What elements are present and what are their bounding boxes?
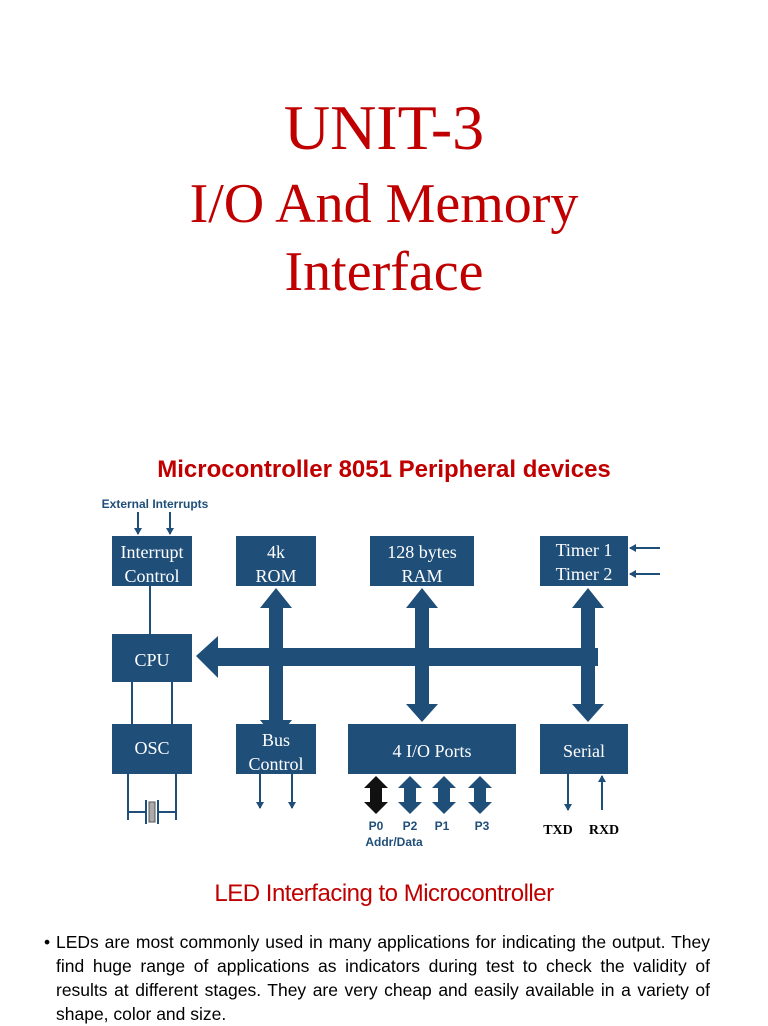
block-diagram: External Interrupts Interrupt Control 4k…	[102, 497, 660, 849]
port-p0-arrow	[364, 776, 388, 814]
crystal-icon	[148, 801, 156, 823]
unit-title: UNIT-3	[283, 92, 485, 163]
ram-bus-arrow	[406, 588, 438, 722]
timer-block	[540, 536, 628, 586]
timer-serial-bus-arrow	[572, 588, 604, 722]
external-interrupts-label: External Interrupts	[102, 497, 209, 511]
cpu-label: CPU	[134, 650, 169, 670]
bus-control-label-2: Control	[248, 754, 303, 774]
bus-control-label-1: Bus	[262, 730, 290, 750]
ram-label-1: 128 bytes	[387, 542, 457, 562]
led-paragraph-text: LEDs are most commonly used in many appl…	[56, 932, 710, 1024]
port-p2-arrow	[398, 776, 422, 814]
unit-subtitle-line-1: I/O And Memory	[189, 173, 579, 235]
main-bus	[196, 636, 598, 678]
ram-label-2: RAM	[401, 566, 442, 586]
timer-label-1: Timer 1	[556, 540, 613, 560]
interrupt-control-block	[112, 536, 192, 586]
cpu-block	[112, 634, 192, 682]
interrupt-control-label-2: Control	[124, 566, 179, 586]
port-p3-arrow	[468, 776, 492, 814]
ram-block	[370, 536, 474, 586]
port-p1-arrow	[432, 776, 456, 814]
rom-label-2: ROM	[255, 566, 296, 586]
serial-label: Serial	[563, 741, 605, 761]
interrupt-control-label-1: Interrupt	[121, 542, 184, 562]
rom-block	[236, 536, 316, 586]
crystal-wires	[127, 774, 177, 820]
port-p0-label: P0	[369, 819, 384, 833]
port-p3-label: P3	[475, 819, 490, 833]
port-p1-label: P1	[435, 819, 450, 833]
rom-bus-arrow	[260, 588, 292, 740]
osc-label: OSC	[134, 738, 169, 758]
diagram-title: Microcontroller 8051 Peripheral devices	[157, 456, 611, 483]
led-paragraph-block: • LEDs are most commonly used in many ap…	[44, 930, 710, 1026]
unit-subtitle-line-2: Interface	[284, 241, 484, 303]
addr-data-label: Addr/Data	[365, 835, 423, 849]
serial-block	[540, 724, 628, 774]
io-ports-block	[348, 724, 516, 774]
io-ports-label: 4 I/O Ports	[392, 741, 471, 761]
bus-control-block	[236, 724, 316, 774]
osc-block	[112, 724, 192, 774]
led-section-heading: LED Interfacing to Microcontroller	[214, 880, 554, 907]
timer-label-2: Timer 2	[556, 564, 613, 584]
rom-label-1: 4k	[267, 542, 285, 562]
rxd-label: RXD	[589, 823, 619, 838]
bullet-icon: •	[44, 932, 51, 952]
port-p2-label: P2	[403, 819, 418, 833]
txd-label: TXD	[543, 823, 573, 838]
